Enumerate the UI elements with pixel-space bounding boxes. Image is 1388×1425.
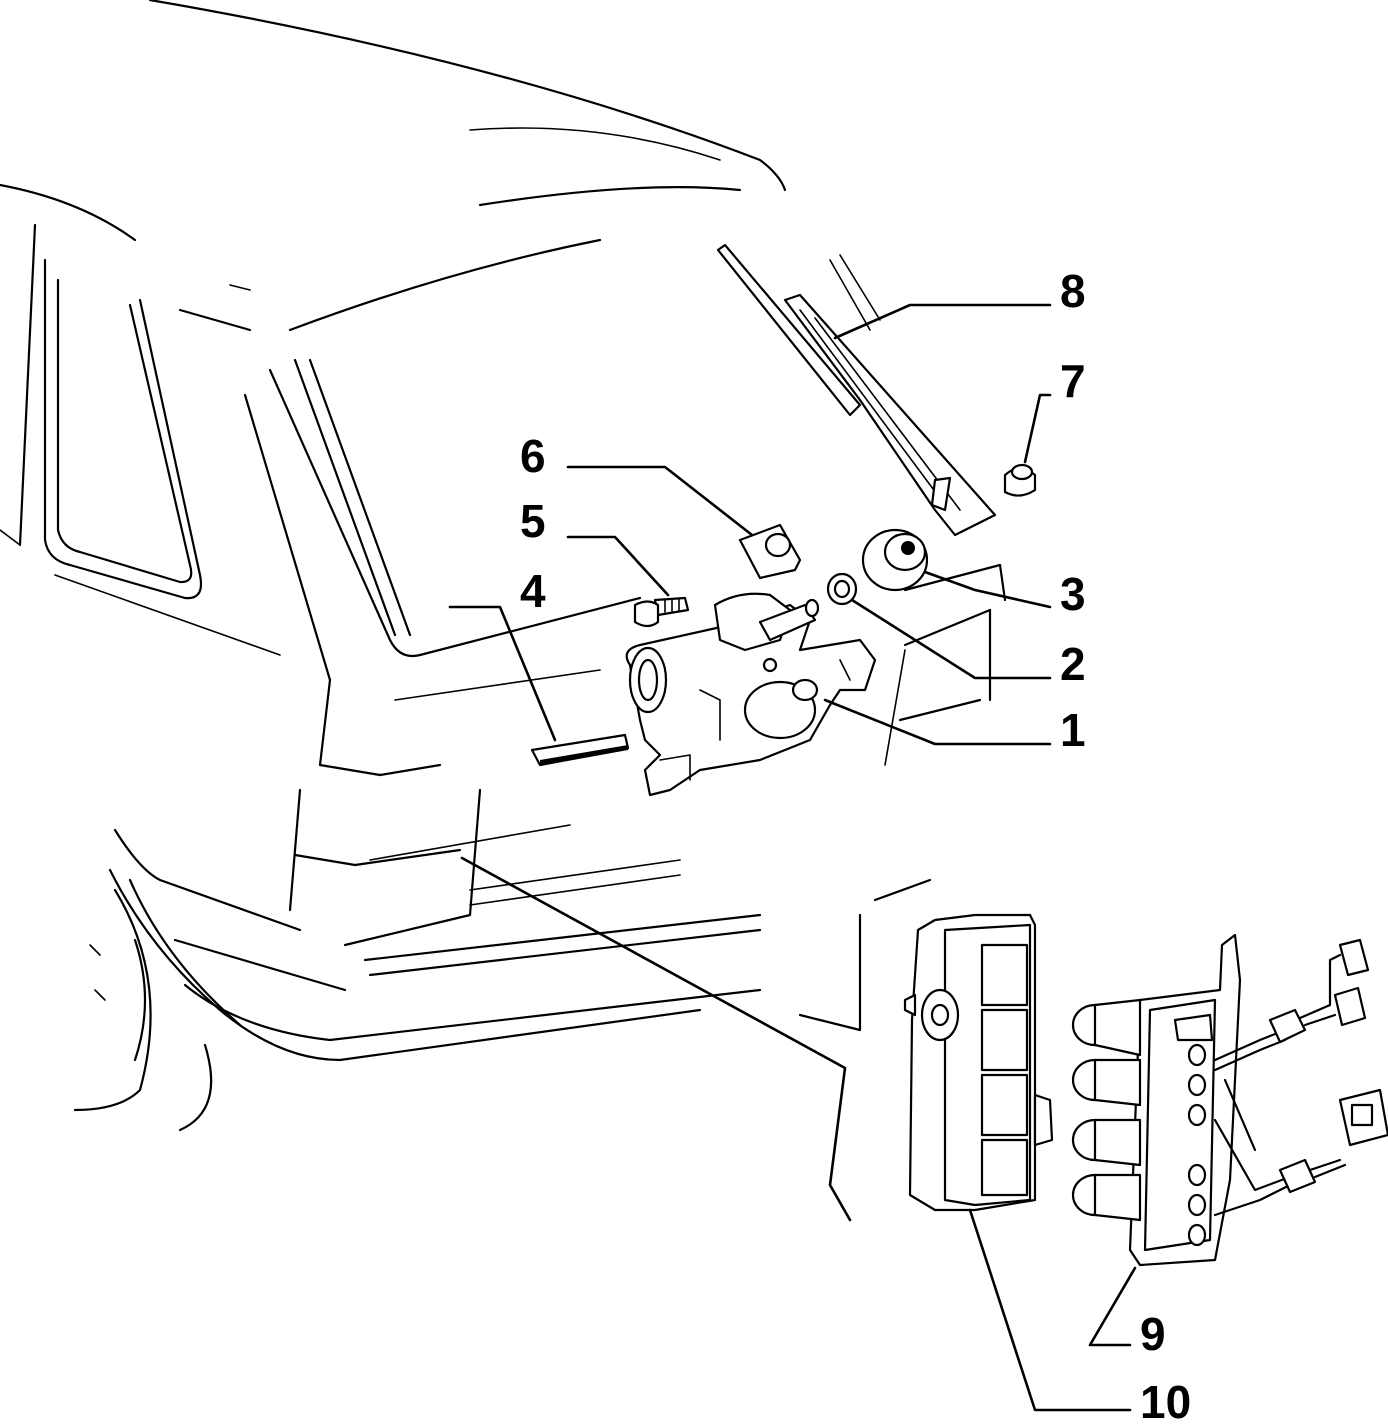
callout-labels: 8 7 6 5 4 3 2 1 9 10 xyxy=(520,265,1191,1425)
callout-8: 8 xyxy=(1060,265,1086,317)
callout-3: 3 xyxy=(1060,568,1086,620)
tail-lamp-housing-part xyxy=(903,913,1054,1212)
washer-part xyxy=(826,572,858,606)
callout-9: 9 xyxy=(1140,1308,1166,1360)
callout-2: 2 xyxy=(1060,638,1086,690)
clip-part xyxy=(738,523,802,580)
wiper-arm-part xyxy=(716,243,997,537)
callout-5: 5 xyxy=(520,495,546,547)
grommet-part xyxy=(861,528,929,592)
bulb-holder-part xyxy=(1071,933,1388,1267)
wiper-motor-part xyxy=(625,592,877,797)
callout-7: 7 xyxy=(1060,355,1086,407)
callout-10: 10 xyxy=(1140,1376,1191,1425)
callout-6: 6 xyxy=(520,430,546,482)
pad-strip-part xyxy=(530,733,630,767)
bolt-part xyxy=(633,596,690,628)
car-body-outline xyxy=(0,0,1007,1132)
callout-4: 4 xyxy=(520,565,546,617)
nut-part xyxy=(1003,463,1037,497)
callout-1: 1 xyxy=(1060,704,1086,756)
leader-lines xyxy=(448,303,1137,1412)
